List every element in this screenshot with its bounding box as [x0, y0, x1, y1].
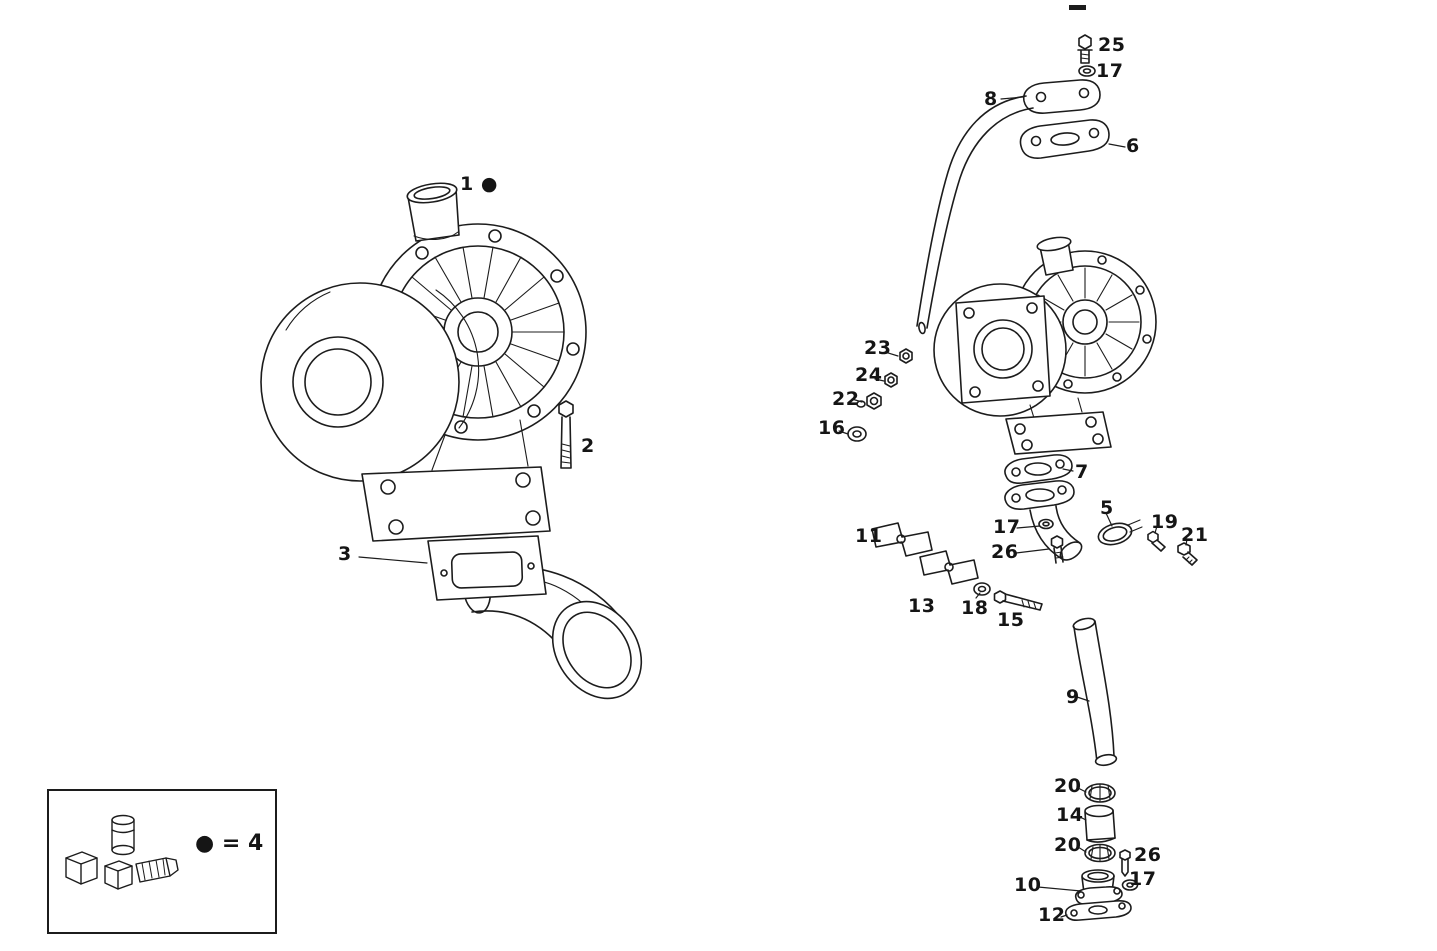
callout-part-24: 24 [855, 364, 883, 386]
legend-note: ● = 4 [195, 831, 264, 856]
elbow-flange-illustration [1004, 480, 1083, 561]
bracket-11-illustration [871, 522, 933, 557]
hose-9-illustration [1072, 617, 1118, 767]
clamp-20-upper-illustration [1084, 783, 1116, 803]
fitting-22-illustration [856, 392, 882, 410]
washer-17-top-illustration [1078, 65, 1096, 77]
print-artifact [1069, 5, 1086, 10]
callout-part-16: 16 [818, 417, 846, 439]
clamp-20-lower-illustration [1084, 843, 1116, 863]
bolt-25-illustration [1077, 34, 1093, 64]
callout-part-20-upper: 20 [1054, 775, 1082, 797]
callout-part-26-lower: 26 [1134, 844, 1162, 866]
gasket-3-illustration [427, 535, 547, 601]
callout-part-12: 12 [1038, 904, 1066, 926]
sleeve-14-illustration [1084, 804, 1116, 843]
callout-part-17-mid: 17 [993, 516, 1021, 538]
callout-part-11: 11 [855, 525, 883, 547]
gasket-12-illustration [1064, 900, 1132, 922]
legend-cube-sketch-1 [65, 851, 98, 885]
washer-18-illustration [973, 582, 991, 596]
stud-26-mid-illustration [1050, 535, 1064, 564]
nut-24-illustration [884, 372, 898, 388]
callout-part-22: 22 [832, 388, 860, 410]
legend-box: ● = 4 [47, 789, 277, 934]
callout-part-3: 3 [338, 543, 352, 565]
washer-17-mid-illustration [1038, 518, 1054, 530]
legend-cylinder-sketch [111, 814, 135, 856]
callout-part-23: 23 [864, 337, 892, 359]
oil-pipe-8-illustration [916, 79, 1101, 335]
leader-lines [358, 96, 1188, 918]
nut-23-illustration [899, 348, 913, 364]
callout-part-6: 6 [1126, 135, 1140, 157]
fitting-10-illustration [1074, 869, 1123, 906]
callout-part-26-mid: 26 [991, 541, 1019, 563]
gasket-6-illustration [1019, 119, 1110, 159]
callout-part-9: 9 [1066, 686, 1080, 708]
legend-cube-sketch-2 [104, 860, 133, 890]
bolt-19-illustration [1147, 530, 1166, 552]
screw-26-lower-illustration [1119, 849, 1131, 877]
main-turbocharger-illustration [260, 182, 587, 542]
callout-part-13: 13 [908, 595, 936, 617]
callout-part-2: 2 [581, 435, 595, 457]
secondary-turbocharger-illustration [933, 236, 1157, 455]
flange-7-illustration [1004, 454, 1073, 484]
bracket-13-illustration [919, 550, 979, 585]
legend-part-sketches [65, 814, 179, 890]
callout-part-21: 21 [1181, 524, 1209, 546]
callout-part-17-top: 17 [1096, 60, 1124, 82]
washer-17-bottom-illustration [1121, 879, 1139, 891]
callout-part-17-bottom: 17 [1129, 868, 1157, 890]
bolt-15-illustration [993, 590, 1043, 611]
callout-part-8: 8 [984, 88, 998, 110]
callout-part-7: 7 [1075, 461, 1089, 483]
screw-21-illustration [1177, 542, 1198, 566]
callout-part-1: 1 ● [460, 173, 498, 195]
callout-part-20-lower: 20 [1054, 834, 1082, 856]
callout-part-25: 25 [1098, 34, 1126, 56]
clamp-5-illustration [1097, 519, 1143, 546]
callout-part-14: 14 [1056, 804, 1084, 826]
callout-part-19: 19 [1151, 511, 1179, 533]
callout-part-15: 15 [997, 609, 1025, 631]
legend-plug-sketch [135, 857, 179, 883]
callout-part-10: 10 [1014, 874, 1042, 896]
washer-16-illustration [847, 426, 867, 442]
callout-part-18: 18 [961, 597, 989, 619]
bolt-2-illustration [558, 400, 574, 469]
callout-part-5: 5 [1100, 497, 1114, 519]
